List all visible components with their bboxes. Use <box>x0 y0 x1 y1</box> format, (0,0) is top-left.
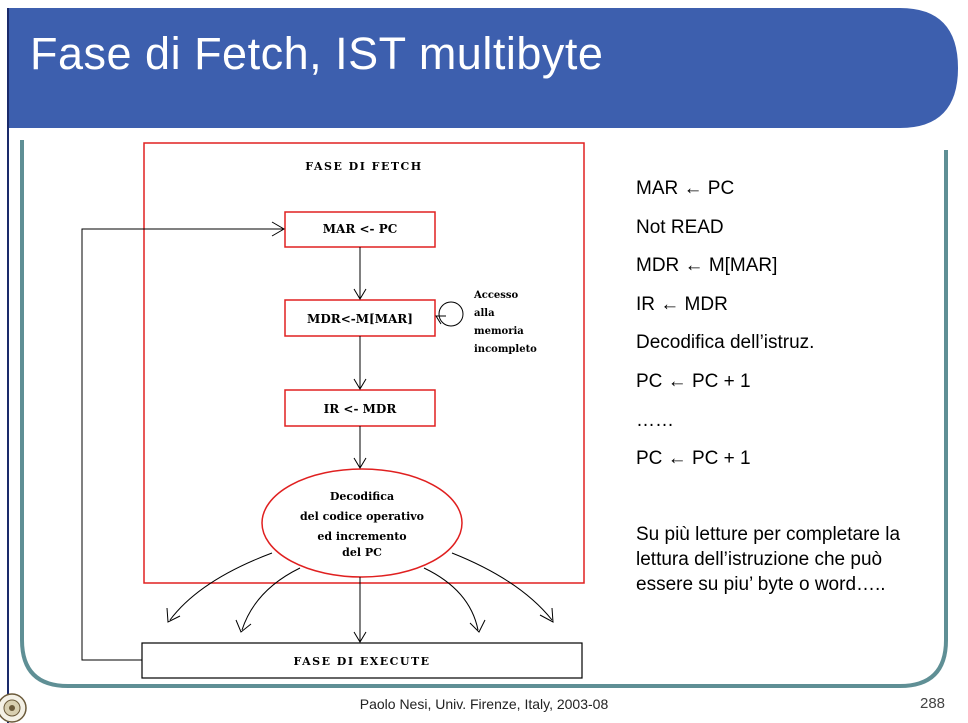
step-list: MAR ← PC Not READ MDR ← M[MAR] IR ← MDR … <box>636 178 956 487</box>
memory-access-label-3: memoria <box>474 326 524 337</box>
step-item: Not READ <box>636 216 724 238</box>
university-seal-logo <box>0 693 27 723</box>
slide-footer: Paolo Nesi, Univ. Firenze, Italy, 2003-0… <box>359 696 609 712</box>
decode-line-3: ed incremento <box>317 530 406 543</box>
decode-line-1: Decodifica <box>330 490 394 503</box>
fetch-phase-label: FASE DI FETCH <box>305 160 422 173</box>
step-item: Decodifica dell’istruz. <box>636 332 815 354</box>
multibyte-note: Su più letture per completare la lettura… <box>636 524 901 595</box>
mar-pc-label: MAR <- PC <box>323 222 398 236</box>
content-frame <box>20 140 948 688</box>
execute-label: FASE DI EXECUTE <box>293 655 430 668</box>
memory-access-label-4: incompleto <box>474 344 537 355</box>
step-item: MAR ← PC <box>636 178 735 199</box>
step-item: MDR ← M[MAR] <box>636 255 778 277</box>
page-number: 288 <box>920 695 946 712</box>
step-item: IR ← MDR <box>636 293 728 315</box>
slide-title: Fase di Fetch, IST multibyte <box>30 28 604 79</box>
fetch-diagram: FASE DI FETCH MAR <- PC MDR<-M[MAR] IR <… <box>81 142 585 679</box>
fetch-phase-region <box>143 142 585 584</box>
step-item: …… <box>636 409 674 431</box>
decode-line-4: del PC <box>342 546 382 559</box>
memory-access-label-1: Accesso <box>473 290 519 301</box>
mdr-mmar-label: MDR<-M[MAR] <box>307 312 413 326</box>
title-bar <box>8 8 958 128</box>
ir-mdr-label: IR <- MDR <box>324 402 398 416</box>
step-item: PC ← PC + 1 <box>636 370 751 392</box>
step-item: PC ← PC + 1 <box>636 448 751 470</box>
decode-ellipse <box>261 468 463 578</box>
flow-arrows <box>81 221 554 661</box>
memory-access-label-2: alla <box>474 308 495 319</box>
decode-line-2: del codice operativo <box>300 510 424 523</box>
